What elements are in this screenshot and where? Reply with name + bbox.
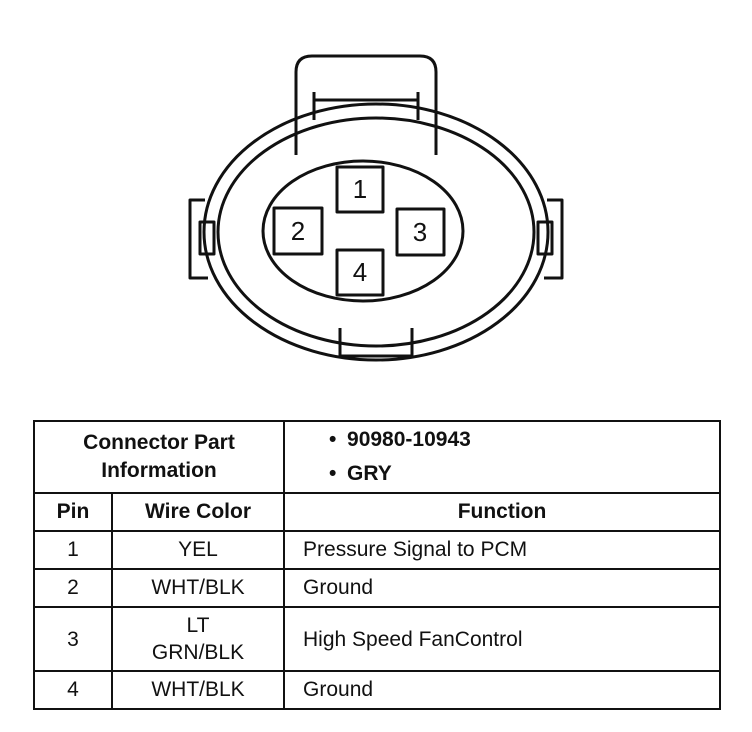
pin-2-cavity [272,206,324,256]
function-column-header: Function [283,492,722,532]
function-cell: Ground [283,568,722,608]
connector-left-tab [188,198,208,280]
connector-insert [261,159,465,303]
table-row: 1 YEL Pressure Signal to PCM [33,530,722,570]
wire-color-line-1: LT [186,614,210,637]
function-cell: Ground [283,670,722,710]
part-number: 90980-10943 [347,428,471,451]
pin-1-label: 1 [353,174,367,204]
table-row: 4 WHT/BLK Ground [33,670,722,710]
wire-color-column-header: Wire Color [110,492,286,532]
function-cell: Pressure Signal to PCM [283,530,722,570]
wire-color-cell: WHT/BLK [110,568,286,608]
function-cell: High Speed FanControl [283,606,722,672]
pin-3-label: 3 [413,217,427,247]
pin-cell: 1 [33,530,113,570]
wire-color-cell: LT GRN/BLK [110,606,286,672]
column-header-row: Pin Wire Color Function [33,492,722,532]
part-info-values: •90980-10943 •GRY [283,420,722,494]
pinout-table: Connector Part Information •90980-10943 … [32,420,722,710]
part-info-row: Connector Part Information •90980-10943 … [32,420,722,494]
wire-color-cell: YEL [110,530,286,570]
connector-face-diagram: 1 2 3 4 [188,54,564,362]
pin-4-cavity [335,248,385,297]
part-info-header: Connector Part Information [32,420,286,494]
connector-right-tab [544,198,564,280]
connector-bottom-key [338,328,414,358]
wire-color-cell: WHT/BLK [110,670,286,710]
connector-outer-shell [202,102,550,362]
pin-column-header: Pin [33,492,113,532]
part-color: GRY [347,462,392,485]
table-row: 2 WHT/BLK Ground [33,568,722,608]
wire-color-line-2: GRN/BLK [151,641,245,664]
table-row: 3 LT GRN/BLK High Speed FanControl [33,606,722,672]
pin-cell: 2 [33,568,113,608]
pin-2-label: 2 [291,216,305,246]
pin-1-cavity [335,165,385,214]
connector-latch [294,54,438,155]
pin-cell: 4 [33,670,113,710]
connector-inner-shell [216,116,536,348]
pin-3-cavity [395,207,446,257]
pin-4-label: 4 [353,257,367,287]
pin-cell: 3 [33,606,113,672]
